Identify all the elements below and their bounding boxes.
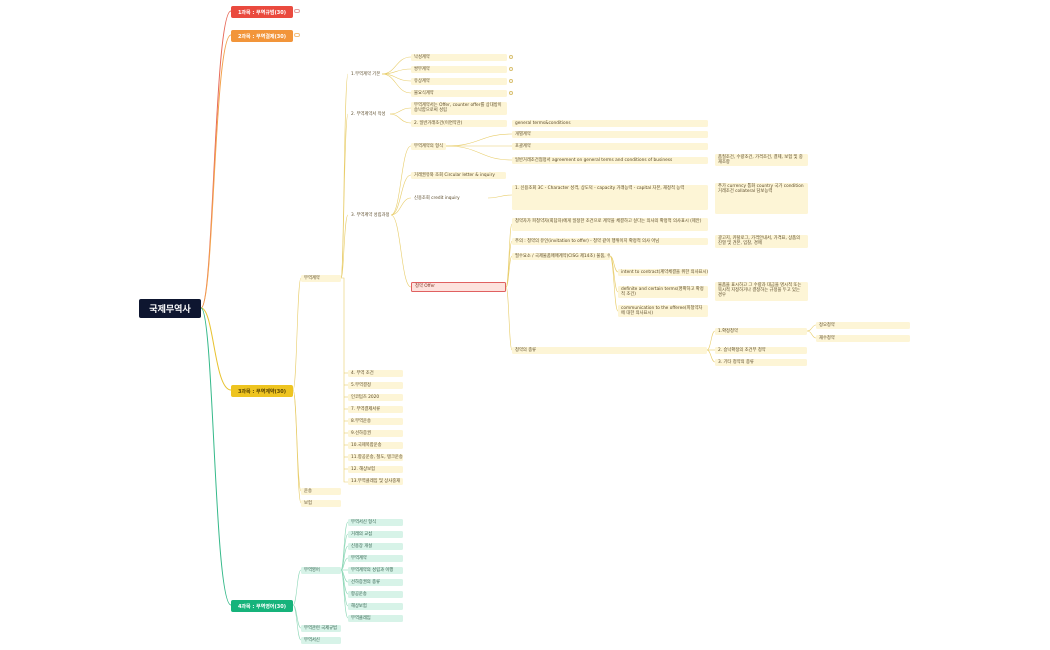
collapse-toggle-icon[interactable] bbox=[294, 9, 300, 13]
contract-chapter-item[interactable]: 5.무역결정 bbox=[348, 382, 403, 390]
other-offer-node[interactable]: 3. 기타 청약의 종류 bbox=[715, 359, 807, 367]
credit-extra-note[interactable]: 추가 currency 통화 country 국가 condition 거래조건… bbox=[715, 183, 808, 214]
firm-offer-item[interactable]: 정오청약 bbox=[816, 322, 910, 330]
contract-chapter-item[interactable]: 11.항공운송, 철도, 탱크운송 bbox=[348, 454, 403, 462]
transport-node[interactable]: 운송 bbox=[301, 488, 341, 496]
general-terms-node[interactable]: 2. 일반거래조건(이면약관) bbox=[411, 120, 507, 128]
agreement-note[interactable]: 품질조건, 수량조건, 가격조건, 결제, 보험 및 중재조항 bbox=[715, 154, 808, 166]
definite-terms-note[interactable]: 물품을 표시하고 그 수량과 대금을 명시적 또는 묵시적 지정하거나 결정하는… bbox=[715, 282, 808, 301]
trade-english-item[interactable]: 무역계약의 성립과 이행 bbox=[348, 567, 403, 575]
intent-to-contract-node[interactable]: intent to contract(계약체결을 위한 의사표시) bbox=[618, 269, 708, 277]
offer-definition[interactable]: 청약자가 피청약자(회답자)에게 일정한 조건으로 계약을 체결하고 싶다는 의… bbox=[512, 218, 708, 231]
master-contract-node[interactable]: 포괄계약 bbox=[512, 143, 708, 151]
general-terms-note[interactable]: general terms&conditions bbox=[512, 120, 708, 128]
trade-norms-node[interactable]: 무역관련 국제규범 bbox=[301, 625, 341, 633]
invitation-to-offer-node[interactable]: 주의 : 청약의 유인(invitation to offer) - 청약 같이… bbox=[512, 238, 708, 246]
offer-types-node[interactable]: 청약의 종류 bbox=[512, 347, 707, 355]
contract-form-node[interactable]: 무역계약의 형식 bbox=[411, 143, 446, 151]
contract-type-item[interactable]: 불요식계약 bbox=[411, 90, 507, 98]
insurance-node[interactable]: 보험 bbox=[301, 500, 341, 508]
invitation-note[interactable]: 광고지, 카탈로그, 가격안내서, 가격표, 상품의 진열 및 견본, 입찰, … bbox=[715, 235, 808, 248]
contract-chapter-item[interactable]: 7. 무역결제서류 bbox=[348, 406, 403, 414]
trade-english-node[interactable]: 무역영어 bbox=[301, 567, 341, 575]
firm-offer-item[interactable]: 재수청약 bbox=[816, 335, 910, 343]
contract-chapter-item[interactable]: 9.선하증권 bbox=[348, 430, 403, 438]
contract-chapter-item[interactable]: 10.국제복합운송 bbox=[348, 442, 403, 450]
communication-node[interactable]: communication to the offeree(피청약자에 대한 의사… bbox=[618, 305, 708, 317]
contract-chapter-item[interactable]: 13.무역클레임 및 상사중재 bbox=[348, 478, 403, 486]
individual-contract-node[interactable]: 개별계약 bbox=[512, 131, 708, 139]
credit-3c-note[interactable]: 1. 신용조회 3C - Character 성격, 상도덕 - capacit… bbox=[512, 185, 708, 210]
contract-basics-node[interactable]: 1.무역계약 기본 bbox=[351, 72, 381, 77]
contract-formation-note[interactable]: 무역계약서는 Offer, counter offer를 상대방이 승낙함으로써… bbox=[411, 102, 507, 115]
contract-type-item[interactable]: 쌍무계약 bbox=[411, 66, 507, 74]
section-4-node[interactable]: 4과목 : 무역영어(30) bbox=[231, 600, 293, 612]
trade-english-item[interactable]: 거래의 교섭 bbox=[348, 531, 403, 539]
trade-english-item[interactable]: 선하증권의 종류 bbox=[348, 579, 403, 587]
trade-english-item[interactable]: 항공운송 bbox=[348, 591, 403, 599]
root-node[interactable]: 국제무역사 bbox=[139, 299, 201, 318]
agreement-node[interactable]: 일반거래조건협정서 agreement on general terms and… bbox=[512, 157, 708, 165]
cisg-essentials-node[interactable]: 필수요소 / 국제물품매매계약(CISG 제14조) 물품, 수량, 대금 bbox=[512, 253, 610, 261]
expand-circle-icon[interactable] bbox=[509, 67, 513, 71]
circular-letter-node[interactable]: 거래권유와 조회 Circular letter & inquiry bbox=[411, 172, 506, 180]
contract-type-item[interactable]: 낙성계약 bbox=[411, 54, 507, 62]
trade-english-item[interactable]: 무역계약 bbox=[348, 555, 403, 563]
definite-terms-node[interactable]: definite and certain terms(명확하고 확정적 조건) bbox=[618, 286, 708, 298]
conditional-offer-node[interactable]: 2. 승낙확정의 조건부 청약 bbox=[715, 347, 807, 355]
contract-chapter-item[interactable]: 4. 무역 조건 bbox=[348, 370, 403, 378]
contract-chapter-item[interactable]: 12. 해상보험 bbox=[348, 466, 403, 474]
expand-circle-icon[interactable] bbox=[509, 91, 513, 95]
trade-contract-node[interactable]: 무역계약 bbox=[301, 275, 341, 283]
contract-chapter-item[interactable]: 인코텀즈 2020 bbox=[348, 394, 403, 402]
trade-english-item[interactable]: 무역서신 형식 bbox=[348, 519, 403, 527]
collapse-toggle-icon[interactable] bbox=[294, 33, 300, 37]
section-1-node[interactable]: 1과목 : 무역규범(30) bbox=[231, 6, 293, 18]
section-3-node[interactable]: 3과목 : 무역계약(30) bbox=[231, 385, 293, 397]
contract-chapter-item[interactable]: 8.무역운송 bbox=[348, 418, 403, 426]
section-2-node[interactable]: 2과목 : 무역결제(30) bbox=[231, 30, 293, 42]
trade-english-item[interactable]: 신용장 개설 bbox=[348, 543, 403, 551]
firm-offer-node[interactable]: 1.확정청약 bbox=[715, 328, 807, 336]
expand-circle-icon[interactable] bbox=[509, 79, 513, 83]
expand-circle-icon[interactable] bbox=[509, 55, 513, 59]
credit-inquiry-node[interactable]: 신용조회 credit inquiry bbox=[414, 196, 460, 201]
trade-english-item[interactable]: 해상보험 bbox=[348, 603, 403, 611]
trade-letter-node[interactable]: 무역서신 bbox=[301, 637, 341, 645]
contract-process-node[interactable]: 3. 무역계약 성립과정 bbox=[351, 213, 390, 218]
contract-drafting-node[interactable]: 2. 무역계약서 작성 bbox=[351, 112, 386, 117]
contract-type-item[interactable]: 유상계약 bbox=[411, 78, 507, 86]
trade-english-item[interactable]: 무역클레임 bbox=[348, 615, 403, 623]
offer-node[interactable]: 청약 Offer bbox=[411, 282, 506, 292]
